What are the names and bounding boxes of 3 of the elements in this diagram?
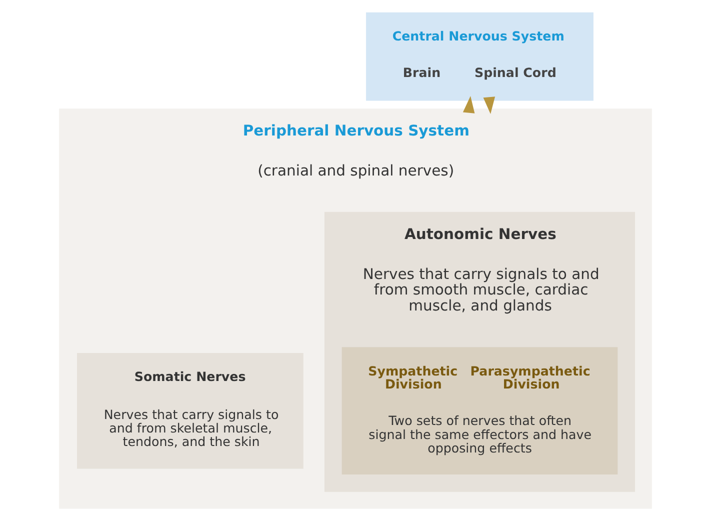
arrow (462, 96, 474, 114)
node-box: Sympathetic Division Parasympathetic Division Two sets of nerves that often signal the same effectors and have opposing effects (341, 347, 618, 475)
arrow (482, 96, 495, 114)
